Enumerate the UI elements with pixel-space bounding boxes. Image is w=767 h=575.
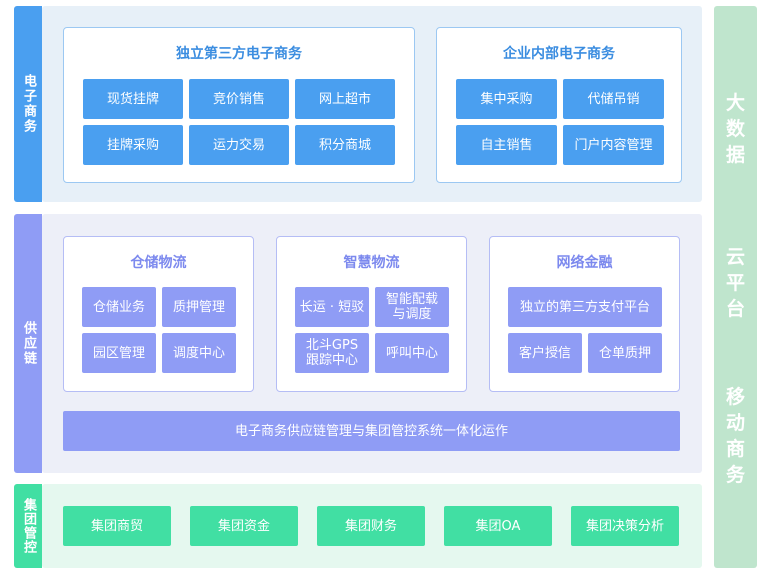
integration-bar[interactable]: 电子商务供应链管理与集团管控系统一体化运作 [63, 411, 680, 451]
warehouse-logistics-card: 仓储物流 仓储业务 质押管理 园区管理 调度中心 [63, 236, 254, 392]
long-short-haul-button[interactable]: 长运 · 短驳 [295, 287, 369, 327]
big-data-label: 大数据 [725, 92, 745, 166]
third-party-ecommerce-card: 独立第三方电子商务 现货挂牌 竞价销售 网上超市 挂牌采购 运力交易 积分商城 [63, 27, 415, 183]
third-party-payment-button[interactable]: 独立的第三方支付平台 [508, 287, 662, 327]
network-finance-title: 网络金融 [556, 255, 613, 271]
group-decision-button[interactable]: 集团决策分析 [571, 506, 679, 546]
smart-loading-line1: 智能配载 [385, 292, 438, 307]
online-supermarket-button[interactable]: 网上超市 [295, 79, 395, 119]
customer-credit-button[interactable]: 客户授信 [508, 333, 582, 373]
group-trade-button[interactable]: 集团商贸 [63, 506, 171, 546]
transport-trading-button[interactable]: 运力交易 [189, 125, 289, 165]
group-oa-button[interactable]: 集团OA [444, 506, 552, 546]
dispatch-center-button[interactable]: 调度中心 [162, 333, 236, 373]
self-sales-button[interactable]: 自主销售 [456, 125, 557, 165]
call-center-button[interactable]: 呼叫中心 [375, 333, 449, 373]
spot-listing-button[interactable]: 现货挂牌 [83, 79, 183, 119]
group-control-label: 集团管控 [14, 484, 42, 568]
mobile-commerce-label: 移动商务 [725, 386, 745, 486]
portal-content-button[interactable]: 门户内容管理 [563, 125, 664, 165]
warehouse-business-button[interactable]: 仓储业务 [82, 287, 156, 327]
consignment-sales-button[interactable]: 代储吊销 [563, 79, 664, 119]
side-platform-column: 大数据 云平台 移动商务 [714, 6, 757, 568]
pledge-management-button[interactable]: 质押管理 [162, 287, 236, 327]
group-finance-button[interactable]: 集团财务 [317, 506, 425, 546]
internal-ecommerce-card: 企业内部电子商务 集中采购 代储吊销 自主销售 门户内容管理 [436, 27, 682, 183]
internal-ecommerce-title: 企业内部电子商务 [503, 46, 615, 62]
third-party-ecommerce-title: 独立第三方电子商务 [176, 46, 302, 62]
beidou-gps-line2: 跟踪中心 [305, 353, 358, 368]
smart-logistics-card: 智慧物流 长运 · 短驳 智能配载 与调度 北斗GPS 跟踪中心 呼叫中心 [276, 236, 467, 392]
centralized-purchase-button[interactable]: 集中采购 [456, 79, 557, 119]
listing-purchase-button[interactable]: 挂牌采购 [83, 125, 183, 165]
smart-loading-line2: 与调度 [392, 307, 432, 322]
park-management-button[interactable]: 园区管理 [82, 333, 156, 373]
group-funds-button[interactable]: 集团资金 [190, 506, 298, 546]
warehouse-logistics-title: 仓储物流 [130, 255, 187, 271]
network-finance-card: 网络金融 独立的第三方支付平台 客户授信 仓单质押 [489, 236, 680, 392]
beidou-gps-line1: 北斗GPS [305, 338, 359, 353]
smart-loading-button[interactable]: 智能配载 与调度 [375, 287, 449, 327]
bidding-sales-button[interactable]: 竞价销售 [189, 79, 289, 119]
points-mall-button[interactable]: 积分商城 [295, 125, 395, 165]
smart-logistics-title: 智慧物流 [343, 255, 400, 271]
beidou-gps-button[interactable]: 北斗GPS 跟踪中心 [295, 333, 369, 373]
cloud-platform-label: 云平台 [725, 246, 745, 320]
warehouse-receipt-pledge-button[interactable]: 仓单质押 [588, 333, 662, 373]
ecommerce-label: 电子商务 [14, 6, 42, 202]
supply-chain-label: 供应链 [14, 214, 42, 473]
